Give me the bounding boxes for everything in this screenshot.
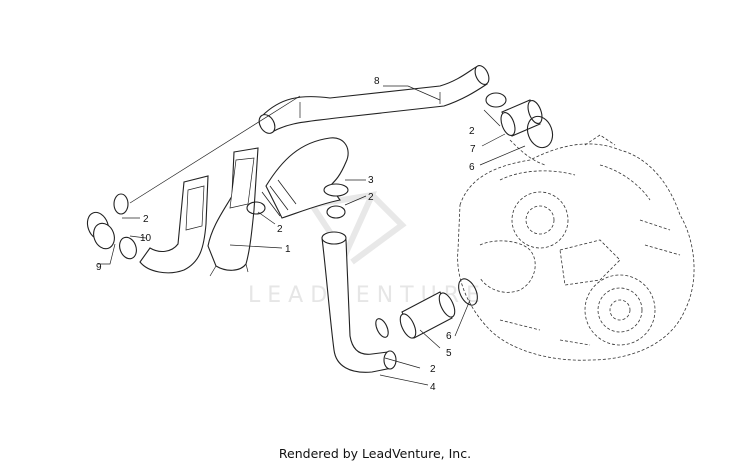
callout-6-upper: 6	[469, 162, 475, 173]
callout-5: 5	[446, 348, 452, 359]
footer-credit: Rendered by LeadVenture, Inc.	[278, 446, 472, 461]
callouts: 8 2 7 6 3 2 2 2 10 1 9 6 5 2 4	[96, 76, 476, 393]
upper-intake-tube	[258, 65, 490, 134]
callout-2-housing: 2	[277, 224, 283, 235]
engine-outline	[457, 134, 695, 361]
callout-2-lower: 2	[430, 364, 436, 375]
callout-10: 10	[140, 233, 152, 244]
lower-coupler	[375, 278, 478, 339]
callout-7: 7	[470, 144, 476, 155]
callout-3: 3	[368, 175, 374, 186]
callout-2-left: 2	[143, 214, 149, 225]
air-housing	[207, 147, 259, 277]
callout-2-upper: 2	[469, 126, 475, 137]
callout-4: 4	[430, 382, 436, 393]
flex-boot	[261, 137, 349, 219]
callout-9: 9	[96, 262, 102, 273]
lower-duct	[321, 231, 397, 373]
callout-2-mid: 2	[368, 192, 374, 203]
left-rings	[86, 193, 346, 260]
leader-lines	[98, 85, 526, 386]
upper-right-coupler	[485, 92, 554, 149]
callout-6-lower: 6	[446, 331, 452, 342]
callout-1: 1	[285, 244, 291, 255]
callout-8: 8	[374, 76, 380, 87]
watermark-logo	[306, 191, 407, 265]
left-duct	[139, 175, 209, 274]
